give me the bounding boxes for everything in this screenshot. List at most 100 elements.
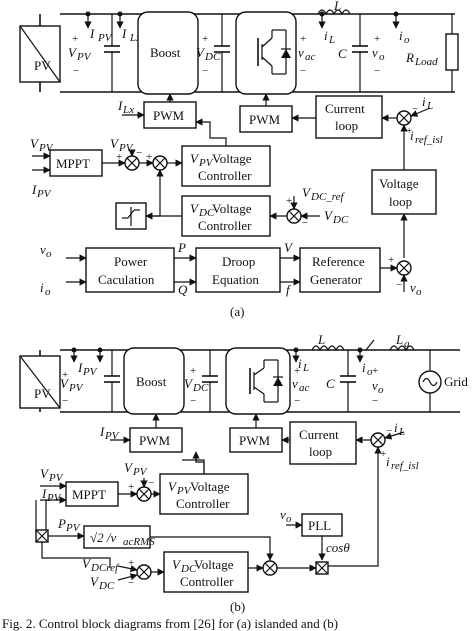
svg-text:L: L	[395, 332, 403, 347]
limiter-a	[115, 202, 147, 230]
svg-text:+: +	[300, 33, 306, 45]
svg-text:I: I	[31, 182, 37, 197]
svg-text:PV: PV	[46, 492, 62, 504]
i-lx-label-a: I	[121, 26, 127, 41]
power-calculation-a: Power Caculation	[85, 247, 175, 293]
svg-text:+: +	[286, 195, 292, 207]
svg-text:R: R	[405, 50, 414, 65]
svg-text:+: +	[374, 33, 380, 45]
svg-text:PV: PV	[65, 522, 81, 534]
svg-text:i: i	[362, 360, 366, 375]
svg-text:V: V	[172, 557, 182, 572]
svg-text:i: i	[410, 128, 414, 143]
svg-text:i: i	[386, 454, 390, 469]
mppt-a: MPPT	[49, 149, 103, 177]
svg-text:loop: loop	[335, 118, 358, 133]
svg-text:v: v	[410, 280, 416, 295]
svg-text:Boost: Boost	[150, 45, 181, 60]
svg-text:Lx: Lx	[122, 104, 134, 116]
pwm-inverter-a: PWM	[239, 105, 293, 133]
svg-text:V: V	[110, 136, 120, 151]
svg-text:v: v	[372, 45, 378, 60]
pwm-inverter-b: PWM	[229, 427, 283, 453]
svg-text:−: −	[202, 65, 208, 77]
svg-text:+: +	[372, 365, 378, 377]
svg-text:V: V	[90, 574, 100, 589]
input-capacitor-b	[104, 350, 120, 412]
svg-text:PV: PV	[34, 386, 51, 401]
svg-text:V: V	[82, 556, 92, 571]
svg-text:−: −	[302, 217, 308, 229]
svg-text:cosθ: cosθ	[326, 540, 350, 555]
svg-text:Power: Power	[114, 254, 148, 269]
svg-text:i: i	[324, 28, 328, 43]
svg-text:√2 /v: √2 /v	[90, 530, 116, 545]
svg-text:PV: PV	[97, 32, 113, 44]
svg-text:DC: DC	[180, 563, 197, 575]
svg-text:PWM: PWM	[139, 433, 171, 448]
svg-text:i: i	[422, 94, 426, 109]
pll-b: PLL	[301, 513, 343, 537]
svg-text:DC: DC	[204, 51, 221, 63]
svg-text:I: I	[77, 360, 83, 375]
current-loop-a: Current loop	[315, 95, 383, 139]
svg-text:L: L	[398, 426, 405, 438]
svg-text:acRMS: acRMS	[123, 536, 155, 548]
svg-text:v: v	[40, 242, 46, 257]
svg-text:Voltage: Voltage	[190, 479, 230, 494]
svg-text:DC: DC	[198, 207, 215, 219]
pv-panel-b: PV	[19, 350, 61, 412]
svg-text:PV: PV	[38, 142, 54, 154]
input-capacitor-a	[104, 14, 120, 92]
svg-text:+: +	[128, 557, 134, 569]
svg-text:I: I	[99, 424, 105, 439]
svg-text:DC: DC	[98, 580, 115, 592]
svg-text:I: I	[117, 98, 123, 113]
inductor-b: L	[311, 332, 345, 352]
svg-text:+: +	[202, 33, 208, 45]
svg-text:V: V	[60, 376, 70, 391]
pv-label: PV	[34, 58, 51, 73]
svg-text:−: −	[396, 279, 402, 291]
svg-text:Current: Current	[299, 427, 339, 442]
svg-text:f: f	[286, 282, 292, 297]
load-resistor-a: R Load	[405, 14, 459, 92]
svg-text:V: V	[324, 208, 334, 223]
svg-text:−: −	[73, 65, 79, 77]
svg-text:+: +	[190, 365, 196, 377]
svg-text:Controller: Controller	[198, 218, 252, 233]
svg-text:Generator: Generator	[310, 272, 363, 287]
svg-text:i: i	[298, 356, 302, 371]
pwm-boost-b: PWM	[129, 427, 183, 453]
svg-text:Current: Current	[325, 101, 365, 116]
svg-text:+: +	[406, 125, 412, 137]
current-loop-b: Current loop	[289, 421, 357, 465]
svg-text:ref_isl: ref_isl	[415, 134, 443, 146]
svg-text:loop: loop	[389, 194, 412, 209]
svg-text:PV: PV	[198, 157, 214, 169]
svg-text:−: −	[128, 577, 134, 589]
svg-text:C: C	[338, 46, 347, 61]
svg-text:o: o	[367, 366, 373, 378]
grid-source-b: Grid	[418, 350, 468, 412]
svg-text:PV: PV	[82, 366, 98, 378]
svg-text:V: V	[196, 45, 206, 60]
svg-text:V: V	[40, 466, 50, 481]
svg-text:−: −	[300, 65, 306, 77]
svg-text:Caculation: Caculation	[98, 272, 155, 287]
boost-converter-b: Boost	[123, 347, 185, 415]
svg-text:i: i	[394, 420, 398, 435]
svg-text:Controller: Controller	[180, 574, 234, 589]
svg-text:PV: PV	[118, 142, 134, 154]
svg-text:PLL: PLL	[308, 518, 331, 533]
panel-a: PV I PV + V PV − I Lx Boost	[19, 0, 459, 319]
svg-text:Voltage: Voltage	[194, 557, 234, 572]
svg-text:Voltage: Voltage	[212, 201, 252, 216]
svg-text:−: −	[386, 425, 392, 437]
grid-label: Grid	[444, 374, 468, 389]
svg-text:P: P	[177, 240, 186, 255]
filter-capacitor-b: C	[326, 350, 356, 412]
svg-text:PV: PV	[176, 485, 192, 497]
svg-text:V: V	[190, 201, 200, 216]
pwm-boost-a: PWM	[143, 101, 197, 129]
